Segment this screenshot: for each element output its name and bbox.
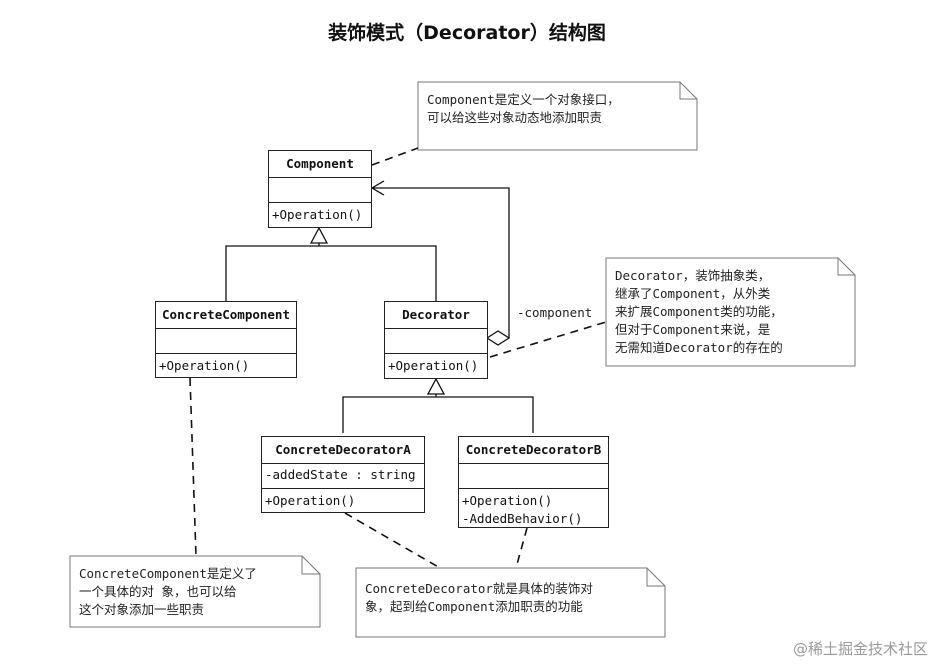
class-concrete-decorator-b: ConcreteDecoratorB +Operation() -AddedBe… [458, 436, 609, 528]
class-concrete-decorator-b-attributes [459, 464, 608, 489]
class-concrete-decorator-b-name: ConcreteDecoratorB [459, 437, 608, 464]
class-concrete-decorator-a: ConcreteDecoratorA -addedState : string … [261, 436, 425, 513]
note-concrete-component-text: ConcreteComponent是定义了 一个具体的对 象，也可以给 这个对象… [79, 566, 257, 617]
note-component-anchor [371, 147, 419, 166]
note-concrete-decorator-anchor-b [515, 527, 528, 569]
class-component-operation: +Operation() [272, 207, 363, 222]
class-concrete-decorator-a-operation: +Operation() [265, 493, 356, 508]
note-concrete-component-shape [69, 555, 321, 628]
note-decorator-shape [605, 257, 856, 367]
note-concrete-decorator-text: ConcreteDecorator就是具体的装饰对 象，起到给Component… [365, 581, 593, 614]
note-component-text: Component是定义一个对象接口， 可以给这些对象动态地添加职责 [427, 92, 620, 125]
class-concrete-component-name: ConcreteComponent [156, 302, 296, 329]
aggregation-arrow [370, 180, 385, 196]
note-concrete-decorator-anchor-a [344, 512, 441, 569]
class-concrete-decorator-a-name: ConcreteDecoratorA [262, 437, 424, 464]
note-concrete-component: ConcreteComponent是定义了 一个具体的对 象，也可以给 这个对象… [70, 556, 320, 627]
class-concrete-component-operation: +Operation() [159, 358, 250, 373]
class-concrete-decorator-b-operation-1: +Operation() [462, 493, 553, 508]
class-concrete-component: ConcreteComponent +Operation() [155, 301, 297, 378]
diagram-title: 装饰模式（Decorator）结构图 [328, 22, 606, 44]
class-concrete-decorator-b-operations: +Operation() -AddedBehavior() [459, 489, 608, 528]
class-decorator-operation: +Operation() [388, 358, 479, 373]
note-concrete-component-anchor [189, 377, 197, 557]
note-decorator-anchor [489, 321, 607, 358]
note-decorator-text: Decorator，装饰抽象类， 继承了Component，从外类 来扩展Com… [615, 268, 783, 355]
generalization-arrow-component [309, 226, 329, 244]
class-decorator-attributes [385, 329, 487, 354]
class-component-name: Component [269, 151, 371, 178]
generalization-branch-bottom [342, 396, 534, 433]
note-component: Component是定义一个对象接口， 可以给这些对象动态地添加职责 [418, 82, 697, 150]
note-component-shape [417, 81, 698, 151]
note-decorator: Decorator，装饰抽象类， 继承了Component，从外类 来扩展Com… [606, 258, 855, 366]
class-concrete-decorator-b-operation-2: -AddedBehavior() [462, 511, 583, 526]
aggregation-line [372, 187, 510, 338]
aggregation-diamond [485, 330, 511, 346]
class-concrete-decorator-a-attribute: -addedState : string [262, 464, 424, 489]
class-component: Component +Operation() [268, 150, 372, 228]
class-component-attributes [269, 178, 371, 203]
association-label: -component [517, 305, 593, 320]
generalization-arrow-decorator [426, 377, 446, 395]
note-concrete-decorator-shape [355, 567, 666, 638]
note-concrete-decorator: ConcreteDecorator就是具体的装饰对 象，起到给Component… [356, 568, 665, 637]
class-decorator: Decorator +Operation() [384, 301, 488, 379]
watermark: @稀土掘金技术社区 [792, 640, 928, 658]
generalization-branch-top [225, 245, 437, 301]
class-decorator-name: Decorator [385, 302, 487, 329]
class-concrete-component-attributes [156, 329, 296, 354]
